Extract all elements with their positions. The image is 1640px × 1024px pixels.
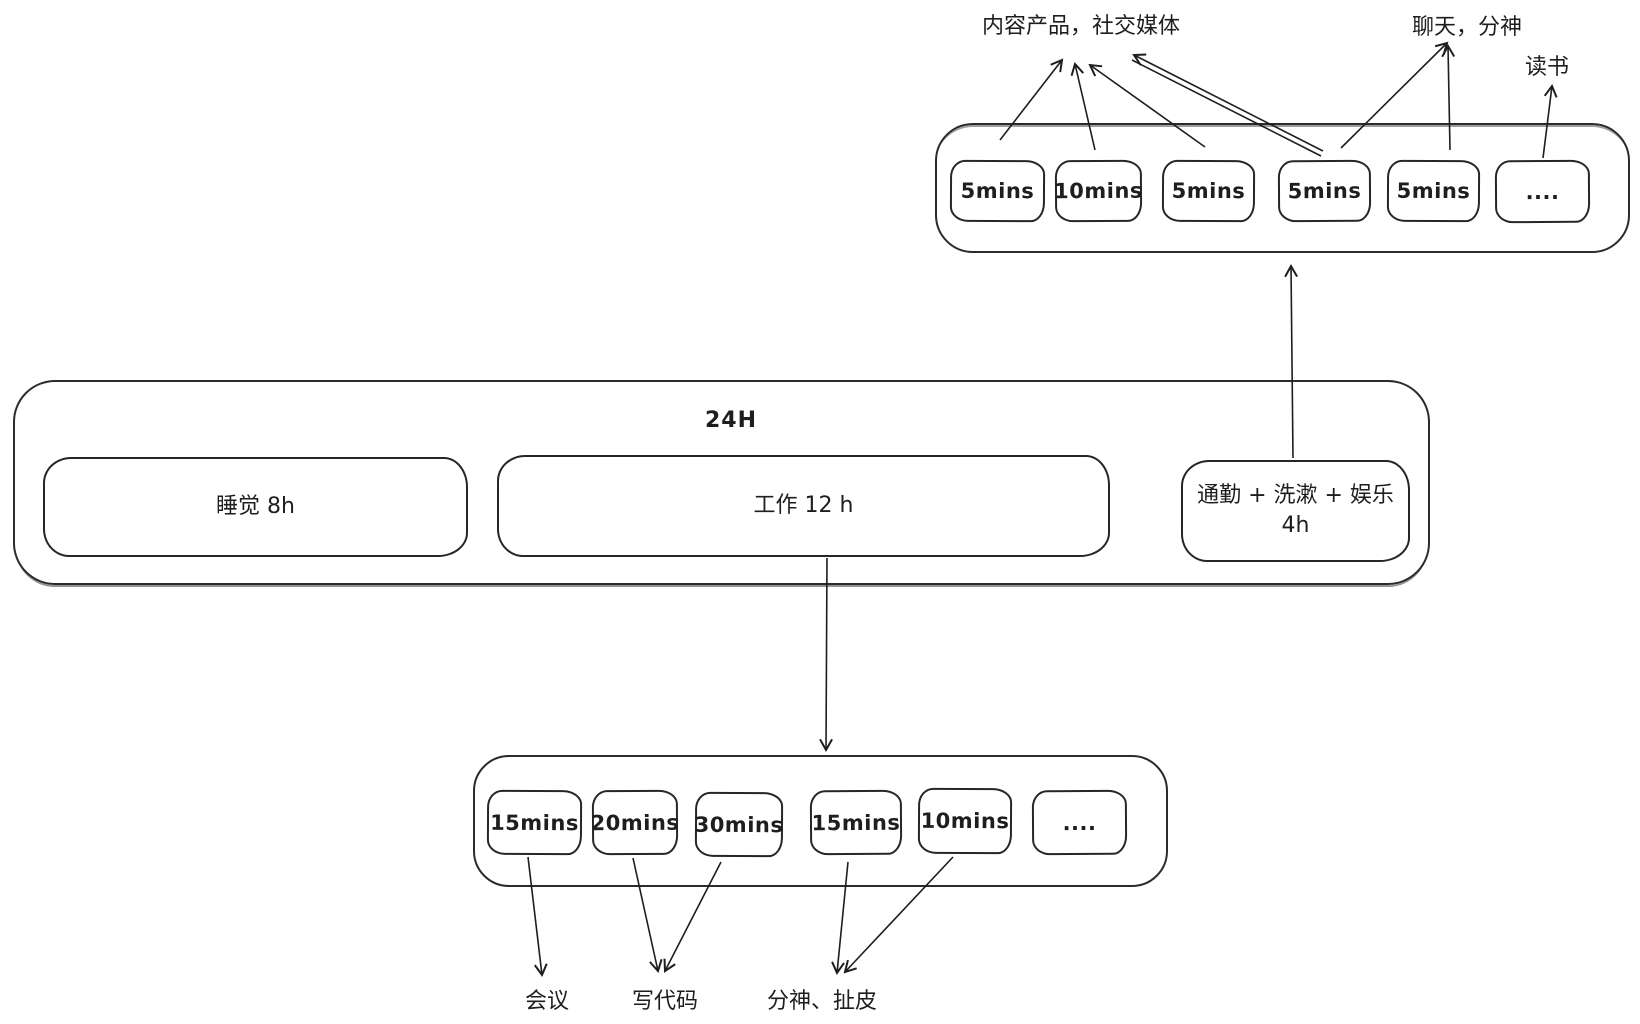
work-minutes-group <box>473 755 1168 887</box>
minute-box-top-4: 5mins <box>1277 159 1372 223</box>
commute-box-line2: 4h <box>1281 513 1310 538</box>
arrow-work-to-breakdown-group <box>819 557 833 753</box>
minute-box-bottom-3: 30mins <box>695 791 783 858</box>
label-meeting: 会议 <box>524 989 570 1014</box>
commute-box-line1: 通勤 + 洗漱 + 娱乐 <box>1197 483 1394 508</box>
commute-wash-play-box: 通勤 + 洗漱 + 娱乐 4h <box>1181 460 1410 562</box>
minute-box-top-3: 5mins <box>1161 159 1256 223</box>
minute-box-top-1: 5mins <box>949 159 1046 223</box>
label-chat-distraction: 聊天，分神 <box>1411 15 1523 40</box>
work-box: 工作 12 h <box>497 455 1110 557</box>
day-24h-container <box>13 380 1430 585</box>
label-distraction-argue: 分神、扯皮 <box>766 989 878 1014</box>
minute-box-top-6: .... <box>1494 159 1591 224</box>
label-coding: 写代码 <box>631 989 699 1014</box>
minute-box-top-2: 10mins <box>1054 159 1143 223</box>
sleep-box: 睡觉 8h <box>43 457 468 557</box>
label-reading: 读书 <box>1524 55 1570 80</box>
minute-box-bottom-6: .... <box>1031 789 1128 856</box>
minute-box-top-5: 5mins <box>1386 159 1481 223</box>
minute-box-bottom-1: 15mins <box>486 789 583 856</box>
label-content-social-media: 内容产品，社交媒体 <box>981 14 1181 39</box>
minute-box-bottom-2: 20mins <box>591 789 679 856</box>
minute-box-bottom-5: 10mins <box>917 787 1013 855</box>
minute-box-bottom-4: 15mins <box>809 789 903 856</box>
day-total-label: 24H <box>704 408 758 433</box>
